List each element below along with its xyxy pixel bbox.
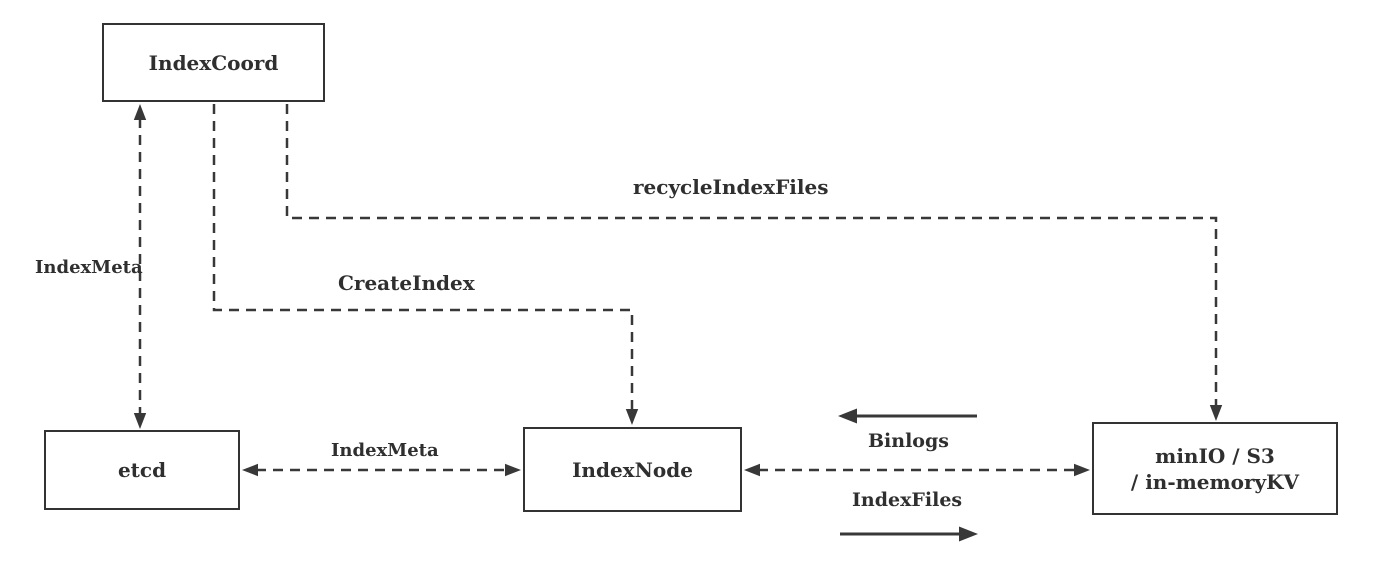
edge-createindex [212,104,634,410]
node-indexnode: IndexNode [523,427,742,512]
arrowhead-down-indexnode [625,409,639,425]
node-indexcoord-label: IndexCoord [148,50,279,75]
arrowhead-left-indexnode [744,463,760,477]
node-storage-label-line2: / in-memoryKV [1130,469,1300,494]
edge-label-recycleindexfiles: recycleIndexFiles [633,175,829,199]
arrowhead-binlogs-left [838,408,857,424]
node-indexnode-label: IndexNode [572,457,693,482]
arrowhead-right-storage [1074,463,1090,477]
arrowhead-down-storage [1209,405,1223,421]
edge-label-binlogs: Binlogs [868,430,949,452]
node-etcd-label: etcd [117,458,167,482]
edge-label-indexmeta-horizontal: IndexMeta [331,440,439,461]
edge-label-indexfiles: IndexFiles [852,489,963,511]
edge-label-createindex: CreateIndex [338,271,475,295]
node-storage-label-line1: minIO / S3 [1155,443,1275,468]
edge-label-indexmeta-vertical: IndexMeta [35,257,143,278]
node-indexcoord: IndexCoord [102,23,325,102]
arrowhead-down-etcd [133,413,147,429]
node-storage: minIO / S3 / in-memoryKV [1092,422,1338,515]
arrowhead-indexfiles-right [959,526,978,542]
arrowhead-up-indexcoord [133,104,147,120]
node-etcd: etcd [44,430,240,510]
arrowhead-left-etcd [242,463,258,477]
arrowhead-right-indexnode [505,463,521,477]
edge-recycleindexfiles [285,104,1218,406]
